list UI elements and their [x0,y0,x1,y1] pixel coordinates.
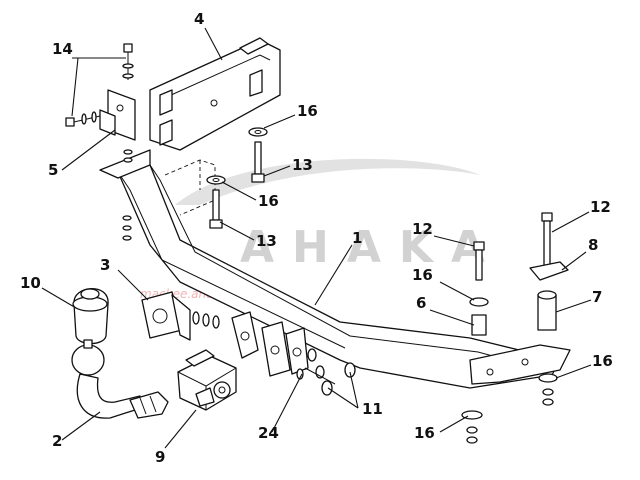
watermark-swoosh [175,158,480,205]
callout-12-right: 12 [590,198,611,216]
bolt-set-14 [65,43,134,163]
callout-6: 6 [416,294,426,312]
callout-3: 3 [100,256,110,274]
callout-5: 5 [48,161,58,179]
callout-13-middle: 13 [256,232,277,250]
callout-10: 10 [20,274,41,292]
ball-cover [72,288,109,345]
socket-plate [141,291,220,341]
callout-13-upper: 13 [292,156,313,174]
callout-9: 9 [155,448,165,466]
main-crossbar [117,164,571,389]
bolts-11 [296,348,356,396]
callout-24: 24 [258,424,279,442]
callout-16-middle: 16 [258,192,279,210]
right-bolt-stack-a [461,241,489,444]
dashed-guide [164,159,216,216]
callout-2: 2 [52,432,62,450]
callout-16-upper: 16 [297,102,318,120]
callout-8: 8 [588,236,598,254]
right-bolt-stack-b [529,212,569,406]
tow-ball-arm [71,339,169,419]
side-bracket [99,89,136,141]
callout-12-left: 12 [412,220,433,238]
bolt-stack-left [122,215,132,241]
callout-4: 4 [194,10,204,28]
callout-1: 1 [352,229,362,247]
bolt-13-middle [206,175,226,229]
callout-16-right: 16 [592,352,613,370]
callout-16-bottom: 16 [414,424,435,442]
callouts: 14 4 5 16 13 16 13 1 3 10 2 9 24 11 12 1… [20,10,613,466]
electrical-socket [177,349,237,411]
bolt-13-upper [248,127,268,183]
left-mount-plate [99,37,281,179]
leader-lines [41,27,592,449]
callout-14: 14 [52,40,73,58]
callout-16-right-top: 16 [412,266,433,284]
callout-7: 7 [592,288,602,306]
callout-11: 11 [362,400,383,418]
hitch-mounting-ears [231,311,309,377]
watermark-brand: AHAKA [240,222,503,273]
